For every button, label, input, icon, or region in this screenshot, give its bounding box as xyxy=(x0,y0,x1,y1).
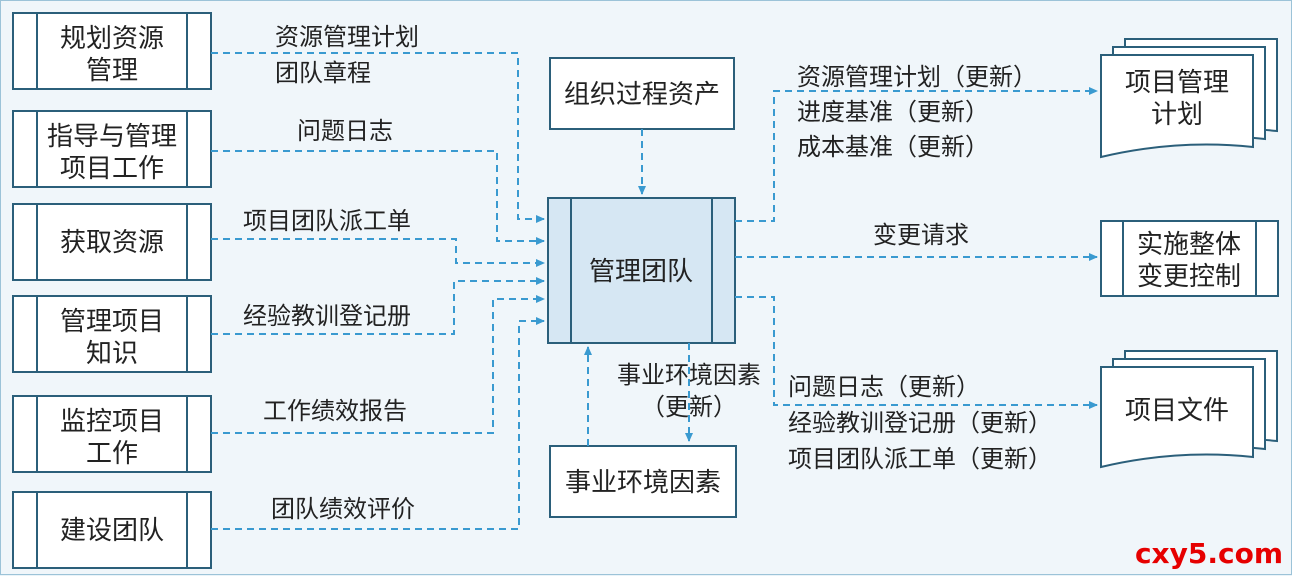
output-label: 资源管理计划（更新） xyxy=(797,63,1037,91)
connector-input-3 xyxy=(211,238,545,267)
input-box-develop-team: 建设团队 xyxy=(12,491,212,569)
connector-input-5 xyxy=(211,295,545,434)
output-doc-line: 项目文件 xyxy=(1125,396,1229,426)
input-label: 经验教训登记册 xyxy=(243,302,411,330)
output-label: 问题日志（更新） xyxy=(788,373,980,401)
output-box-line: 变更控制 xyxy=(1137,262,1241,292)
input-box-line: 获取资源 xyxy=(60,228,164,258)
center-process-box: 管理团队 xyxy=(547,197,736,344)
output-doc-line: 项目管理 xyxy=(1125,68,1229,98)
input-label: 项目团队派工单 xyxy=(243,207,411,235)
input-box-line: 监控项目 xyxy=(60,407,164,437)
input-box-line: 管理 xyxy=(86,56,138,86)
output-label: 项目团队派工单（更新） xyxy=(788,445,1052,473)
watermark: cxy5.com xyxy=(1135,537,1283,570)
output-label: 经验教训登记册（更新） xyxy=(788,409,1052,437)
eef-update-label: （更新） xyxy=(641,393,737,421)
eef-label: 事业环境因素 xyxy=(565,468,721,498)
output-box-change-control: 实施整体 变更控制 xyxy=(1100,220,1279,297)
input-box-line: 规划资源 xyxy=(60,24,164,54)
output-label: 进度基准（更新） xyxy=(797,98,989,126)
output-label: 成本基准（更新） xyxy=(797,133,989,161)
connector-input-6 xyxy=(211,317,545,530)
output-doc-project-plan: 项目管理 计划 xyxy=(1100,38,1278,159)
input-box-line: 工作 xyxy=(86,439,138,469)
eef-update-label: 事业环境因素 xyxy=(617,361,761,389)
input-label: 问题日志 xyxy=(297,117,393,145)
connector-input-1 xyxy=(211,52,545,223)
input-label: 团队章程 xyxy=(275,59,371,87)
output-box-line: 实施整体 xyxy=(1137,230,1241,260)
input-label: 工作绩效报告 xyxy=(263,397,407,425)
connector-input-4 xyxy=(211,277,545,335)
output-doc-project-documents: 项目文件 xyxy=(1100,350,1278,469)
input-label: 资源管理计划 xyxy=(275,23,419,51)
output-label: 变更请求 xyxy=(873,221,969,249)
output-doc-line: 计划 xyxy=(1151,100,1203,130)
connector-input-2 xyxy=(211,150,545,245)
input-label: 团队绩效评价 xyxy=(271,495,415,523)
input-box-direct-manage: 指导与管理 项目工作 xyxy=(12,110,212,188)
input-box-monitor-work: 监控项目 工作 xyxy=(12,395,212,473)
input-box-plan-resource: 规划资源 管理 xyxy=(12,12,212,90)
input-box-manage-knowledge: 管理项目 知识 xyxy=(12,295,212,373)
connector-output-plan xyxy=(735,87,1098,222)
input-box-acquire-resource: 获取资源 xyxy=(12,203,212,281)
input-box-line: 项目工作 xyxy=(60,154,164,184)
input-box-line: 建设团队 xyxy=(60,516,164,546)
eef-box: 事业环境因素 xyxy=(549,445,737,518)
input-box-line: 管理项目 xyxy=(60,307,164,337)
opa-box: 组织过程资产 xyxy=(549,57,735,130)
center-process-label: 管理团队 xyxy=(589,257,693,287)
input-box-line: 知识 xyxy=(86,339,138,369)
input-box-line: 指导与管理 xyxy=(47,122,177,152)
opa-label: 组织过程资产 xyxy=(564,80,720,110)
